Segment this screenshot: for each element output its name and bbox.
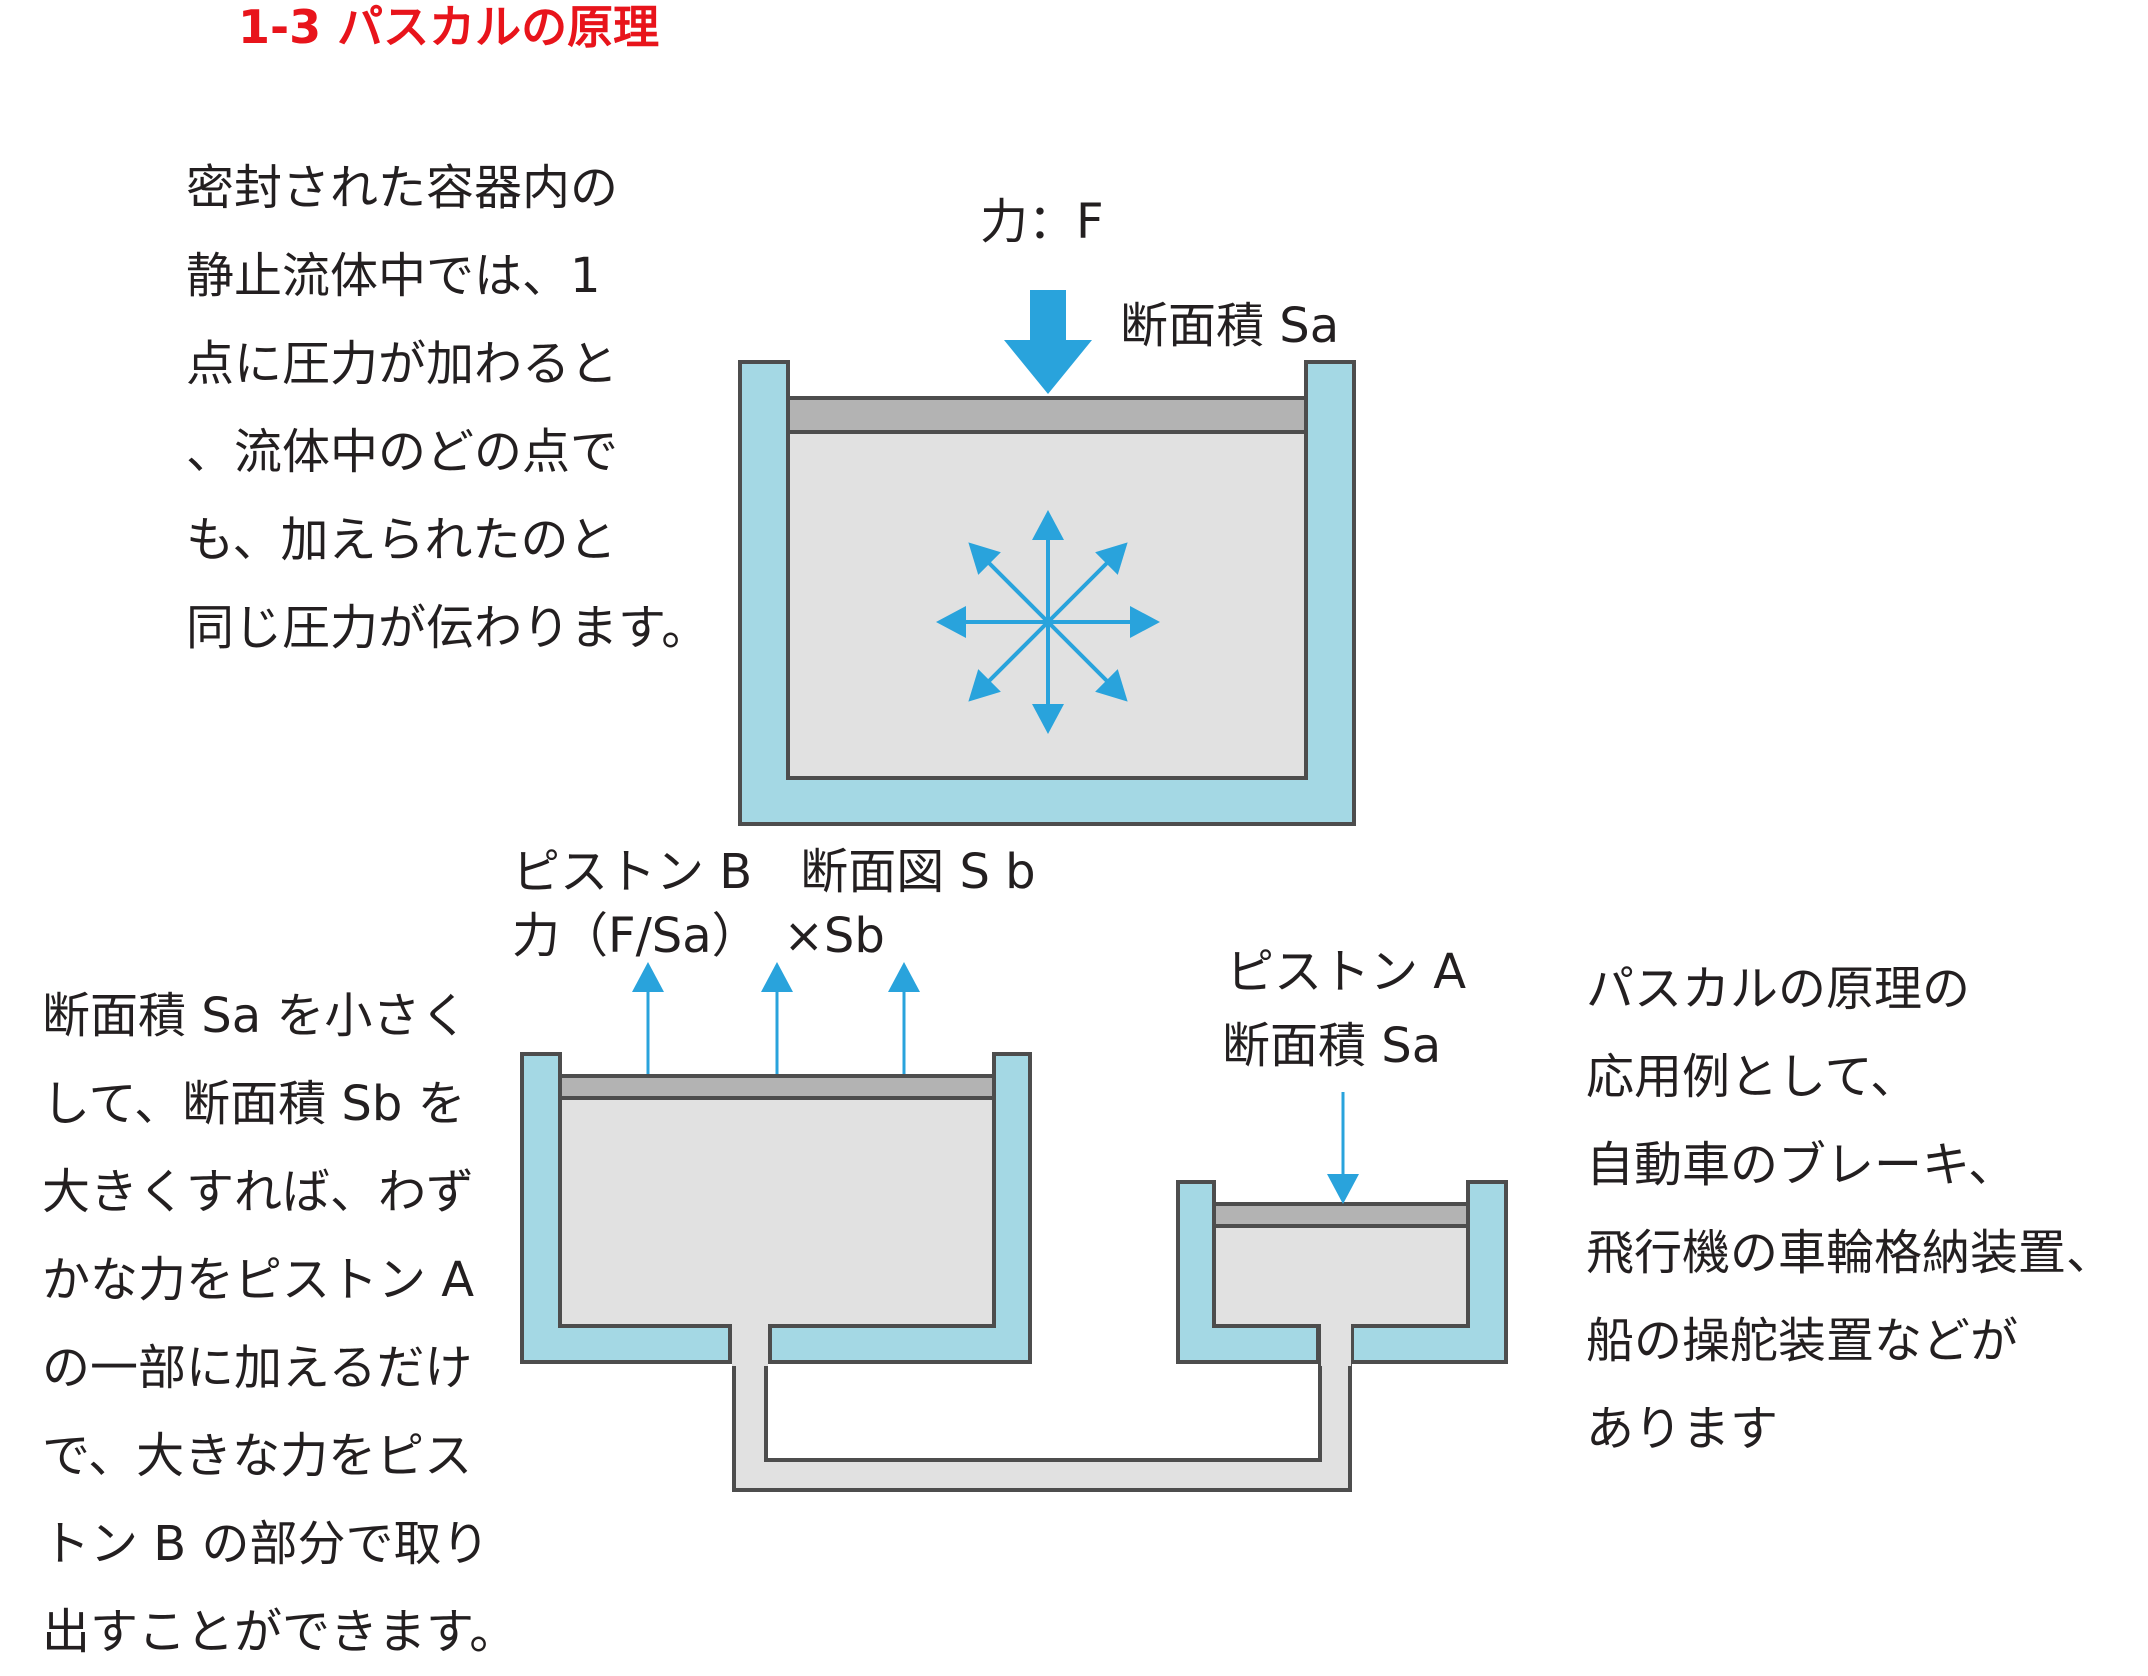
principle-line: 、流体中のどの点で — [186, 424, 619, 480]
piston-b-output-arrows — [632, 962, 920, 1074]
piston-a — [1212, 1202, 1470, 1228]
pressure-arrow-up-right — [1046, 542, 1128, 624]
piston-a-area-label: 断面積 Sa — [1222, 1018, 1442, 1074]
piston-b-force-label: 力（F/Sa） ×Sb — [512, 908, 885, 964]
pressure-arrow-up-left — [968, 542, 1050, 624]
pressure-arrow-down-left — [968, 620, 1050, 702]
piston-a-label: ピストン A — [1226, 944, 1467, 1000]
piston-b-fluid — [558, 1096, 996, 1328]
force-line: 断面積 Sa を小さく — [42, 988, 469, 1044]
top-piston — [786, 396, 1308, 434]
force-f-label: 力：F — [980, 194, 1104, 250]
section-title: 1-3 パスカルの原理 — [238, 0, 660, 54]
pressure-arrow-down-right — [1046, 620, 1128, 702]
area-sa-label: 断面積 Sa — [1120, 298, 1340, 354]
force-line: して、断面積 Sb を — [42, 1076, 466, 1132]
application-line: 自動車のブレーキ、 — [1586, 1137, 2017, 1193]
force-line: トン B の部分で取り — [42, 1516, 490, 1572]
principle-description: 密封された容器内の 静止流体中では、1 点に圧力が加わると 、流体中のどの点で … — [186, 144, 709, 672]
piston-a-fluid — [1212, 1224, 1470, 1328]
force-line: 出すことができます。 — [42, 1604, 518, 1660]
principle-line: 静止流体中では、1 — [186, 248, 601, 304]
principle-line: 点に圧力が加わると — [186, 336, 619, 392]
piston-b-label: ピストン B 断面図 S b — [512, 844, 1036, 900]
force-arrow — [1004, 290, 1092, 394]
application-line: 飛行機の車輪格納装置、 — [1586, 1225, 2115, 1281]
application-line: 応用例として、 — [1586, 1049, 1919, 1105]
principle-line: 密封された容器内の — [186, 160, 619, 216]
principle-line: 同じ圧力が伝わります。 — [186, 600, 710, 656]
force-line: で、大きな力をピス — [42, 1428, 473, 1484]
application-line: パスカルの原理の — [1586, 961, 1971, 1017]
applications-description: パスカルの原理の 応用例として、 自動車のブレーキ、 飛行機の車輪格納装置、 船… — [1586, 945, 2114, 1473]
force-multiplication-description: 断面積 Sa を小さく して、断面積 Sb を 大きくすれば、わず かな力をピス… — [42, 972, 517, 1676]
application-line: 船の操舵装置などが — [1586, 1313, 2019, 1369]
hydraulic-system — [520, 1052, 1508, 1492]
force-line: 大きくすれば、わず — [42, 1164, 475, 1220]
force-line: の一部に加えるだけ — [42, 1340, 473, 1396]
principle-line: も、加えられたのと — [186, 512, 617, 568]
piston-b — [558, 1074, 996, 1100]
application-line: あります — [1586, 1401, 1779, 1457]
force-line: かな力をピストン A — [42, 1252, 475, 1308]
pressure-arrows — [936, 510, 1160, 734]
